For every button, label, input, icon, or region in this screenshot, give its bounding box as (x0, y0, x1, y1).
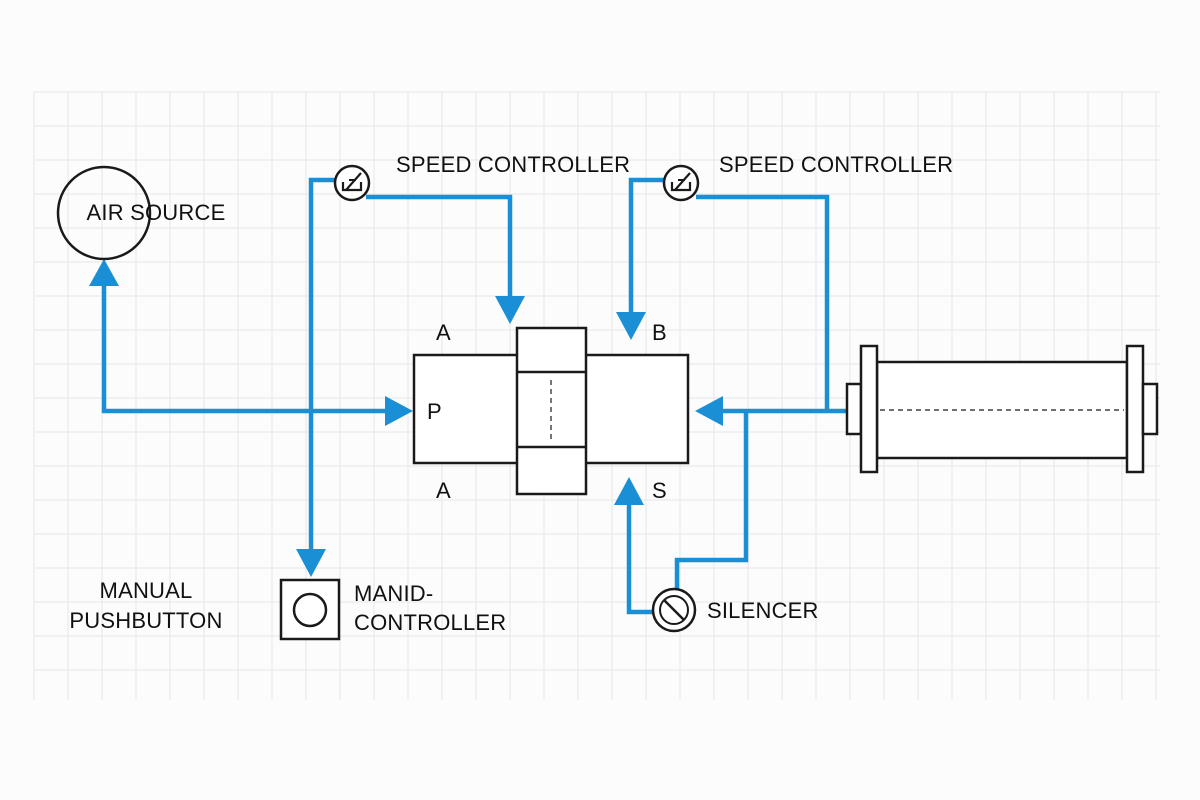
arrow-down-port-b (616, 312, 646, 340)
cylinder-end-cap-right (1125, 344, 1145, 474)
directional-valve (412, 326, 690, 496)
arrow-left-valve (695, 396, 723, 426)
exhaust-line-s (626, 497, 654, 615)
speed-controller-left: SPEED CONTROLLER (333, 152, 630, 202)
cylinder-port-right (1141, 382, 1159, 436)
air-source: AIR SOURCE (56, 165, 226, 261)
manual-controller-box (279, 578, 341, 641)
cylinder-end-cap-left (859, 344, 879, 474)
cylinder-port-left (845, 382, 863, 436)
pneumatic-cylinder (845, 344, 1159, 474)
arrow-up-air-source (89, 259, 119, 286)
manual-pushbutton: MANUAL PUSHBUTTON (69, 578, 222, 633)
port-p-label: P (427, 399, 442, 424)
line-speed-controller-to-port-b (628, 177, 666, 318)
line-speed-controller-to-cylinder (696, 194, 830, 411)
supply-line (101, 282, 393, 414)
silencer-branch-line (674, 411, 749, 590)
manual-controller: MANID- CONTROLLER (279, 578, 506, 641)
manual-controller-button-icon (292, 592, 328, 628)
arrow-down-manual-controller (296, 549, 326, 577)
silencer-label: SILENCER (707, 598, 819, 623)
flow-arrows (89, 259, 723, 577)
speed-controller-icon (662, 164, 700, 202)
air-source-label: AIR SOURCE (87, 200, 226, 225)
pilot-line-left (308, 177, 336, 555)
silencer: SILENCER (651, 587, 819, 633)
valve-spool (515, 326, 588, 496)
port-a-bottom-label: A (436, 478, 451, 503)
port-a-top-label: A (436, 320, 451, 345)
line-speed-controller-to-port-a (366, 194, 513, 302)
port-s-label: S (652, 478, 667, 503)
air-source-icon (56, 165, 152, 261)
speed-controller-right-label: SPEED CONTROLLER (719, 152, 953, 177)
arrow-right-port-p (385, 396, 413, 426)
port-b-label: B (652, 320, 667, 345)
manual-controller-label-line2: CONTROLLER (354, 610, 506, 635)
arrow-down-port-a (495, 296, 525, 324)
arrow-up-port-s (614, 477, 644, 505)
manual-pushbutton-label-line1: MANUAL (100, 578, 193, 603)
speed-controller-right: SPEED CONTROLLER (662, 152, 953, 202)
pneumatic-lines (101, 177, 848, 615)
silencer-icon (651, 587, 697, 633)
speed-controller-left-label: SPEED CONTROLLER (396, 152, 630, 177)
manual-pushbutton-label-line2: PUSHBUTTON (69, 608, 222, 633)
manual-controller-label-line1: MANID- (354, 581, 433, 606)
speed-controller-icon (333, 164, 371, 202)
